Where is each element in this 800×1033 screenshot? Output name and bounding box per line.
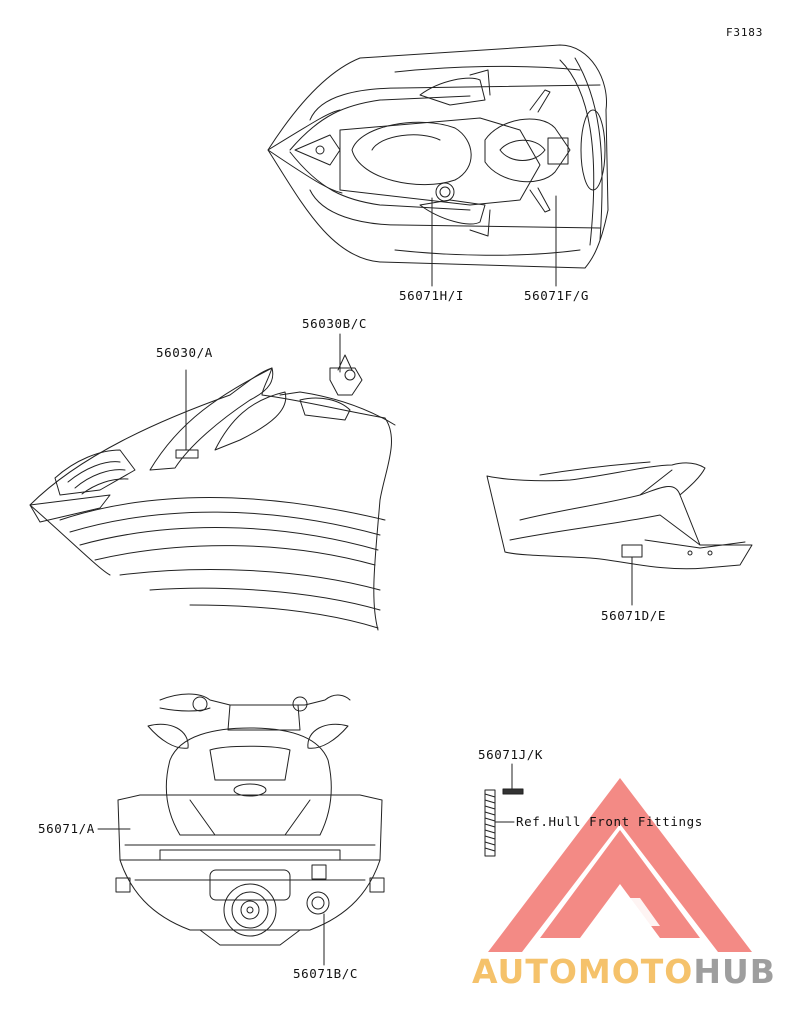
watermark-logo-icon [488, 778, 752, 952]
callout-56071d-e: 56071D/E [601, 608, 667, 623]
rear-side-craft [486, 461, 753, 606]
top-view-craft [267, 44, 609, 287]
rear-view-craft [97, 693, 385, 966]
figure-code: F3183 [726, 26, 764, 39]
callout-56071f-g: 56071F/G [524, 288, 590, 303]
callout-56071j-k: 56071J/K [478, 747, 544, 762]
ref-hull-front-fittings: Ref.Hull Front Fittings [516, 814, 703, 829]
watermark-text-automoto: AUTOMOTO [472, 952, 694, 991]
callout-56071h-i: 56071H/I [399, 288, 465, 303]
callout-56071-a: 56071/A [38, 821, 95, 836]
watermark-text: AUTOMOTOHUB [472, 952, 776, 991]
hull-fitting-part [484, 763, 524, 857]
watermark-text-hub: HUB [693, 952, 776, 991]
callout-56071b-c: 56071B/C [293, 966, 359, 981]
callout-56030b-c: 56030B/C [302, 316, 368, 331]
callout-56030-a: 56030/A [156, 345, 213, 360]
front-view-craft [29, 333, 396, 631]
